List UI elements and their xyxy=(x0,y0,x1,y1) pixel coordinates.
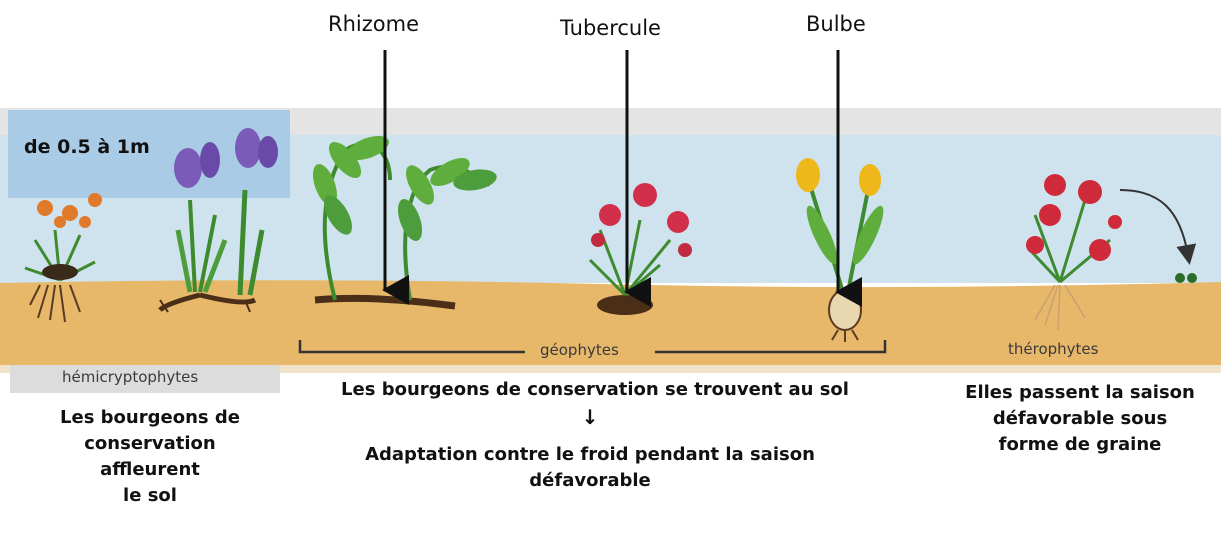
band-hemicryptophytes: hémicryptophytes xyxy=(62,368,198,386)
desc-hemicryptophytes: Les bourgeons de conservation affleurent… xyxy=(30,405,270,509)
desc-therophytes: Elles passent la saison défavorable sous… xyxy=(945,380,1215,458)
label-height: de 0.5 à 1m xyxy=(24,136,150,158)
label-tubercule: Tubercule xyxy=(560,16,661,40)
desc-geophytes-line1: Les bourgeons de conservation se trouven… xyxy=(300,377,890,403)
desc-geophytes-line2: Adaptation contre le froid pendant la sa… xyxy=(320,442,860,494)
desc-geophytes-arrow: ↓ xyxy=(560,404,620,430)
label-rhizome: Rhizome xyxy=(328,12,419,36)
band-geophytes: géophytes xyxy=(540,341,619,359)
band-therophytes: thérophytes xyxy=(1008,340,1098,358)
label-bulbe: Bulbe xyxy=(806,12,866,36)
